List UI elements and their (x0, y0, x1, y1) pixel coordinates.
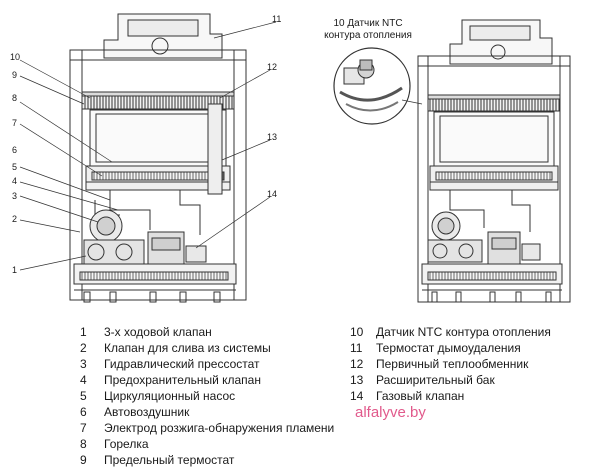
diagram-number-12: 12 (267, 62, 277, 72)
ntc-callout-label: 10 Датчик NTC контура отопления (313, 18, 423, 42)
legend-text: Первичный теплообменник (376, 357, 529, 371)
legend-text: Горелка (104, 437, 149, 451)
legend-number: 12 (350, 357, 364, 371)
legend-item: 10 Датчик NTC контура отопления (350, 325, 551, 339)
legend-item: 11 Термостат дымоудаления (350, 341, 521, 355)
legend-text: Датчик NTC контура отопления (376, 325, 551, 339)
legend-number: 13 (350, 373, 364, 387)
diagram-number-11: 11 (272, 14, 281, 24)
diagram-number-9: 9 (12, 70, 17, 80)
legend-item: 3 Гидравлический прессостат (80, 357, 260, 371)
legend-item: 7 Электрод розжига-обнаружения пламени (80, 421, 334, 435)
legend-text: Электрод розжига-обнаружения пламени (104, 421, 335, 435)
right-boiler (417, 19, 571, 303)
diagram-number-2: 2 (12, 214, 17, 224)
legend-number: 11 (350, 341, 363, 355)
legend-number: 5 (80, 389, 87, 403)
legend-number: 7 (80, 421, 87, 435)
legend-item: 6 Автовоздушник (80, 405, 189, 419)
legend-number: 6 (80, 405, 87, 419)
ntc-callout-line2: контура отопления (324, 30, 412, 41)
ntc-callout-line1: 10 Датчик NTC (333, 18, 403, 29)
legend-item: 2 Клапан для слива из системы (80, 341, 271, 355)
legend-text: Термостат дымоудаления (376, 341, 521, 355)
legend-item: 8 Горелка (80, 437, 149, 451)
diagram-number-7: 7 (12, 118, 17, 128)
diagram-number-6: 6 (12, 145, 17, 155)
legend-item: 4 Предохранительный клапан (80, 373, 261, 387)
left-boiler (69, 13, 247, 303)
legend-text: Гидравлический прессостат (104, 357, 260, 371)
legend-number: 2 (80, 341, 87, 355)
legend-text: Клапан для слива из системы (104, 341, 271, 355)
legend-number: 3 (80, 357, 87, 371)
legend-text: Газовый клапан (376, 389, 465, 403)
legend-text: 3-х ходовой клапан (104, 325, 212, 339)
legend-number: 4 (80, 373, 87, 387)
legend-item: 5 Циркуляционный насос (80, 389, 235, 403)
legend-item: 9 Предельный термостат (80, 453, 234, 467)
diagram-number-4: 4 (12, 176, 17, 186)
diagram-number-3: 3 (12, 191, 17, 201)
diagram-number-8: 8 (12, 93, 17, 103)
legend-text: Расширительный бак (376, 373, 495, 387)
legend-text: Автовоздушник (104, 405, 190, 419)
legend-number: 14 (350, 389, 364, 403)
diagram-number-1: 1 (12, 265, 17, 275)
diagram-number-10: 10 (10, 52, 20, 62)
legend-item: 14 Газовый клапан (350, 389, 464, 403)
legend-text: Предохранительный клапан (104, 373, 261, 387)
diagram-number-5: 5 (12, 162, 17, 172)
diagram-numbers: 10 9 8 7 6 5 4 3 2 1 11 12 13 14 (10, 14, 281, 275)
diagram-number-13: 13 (267, 132, 277, 142)
legend-text: Циркуляционный насос (104, 389, 236, 403)
legend-number: 9 (80, 453, 87, 467)
left-leader-lines (19, 21, 277, 271)
watermark: alfalyve.by (355, 404, 426, 421)
legend-item: 12 Первичный теплообменник (350, 357, 528, 371)
legend-item: 13 Расширительный бак (350, 373, 495, 387)
legend-number: 8 (80, 437, 87, 451)
legend-number: 1 (80, 325, 87, 339)
legend-text: Предельный термостат (104, 453, 235, 467)
ntc-callout (333, 47, 423, 125)
legend-item: 1 3-х ходовой клапан (80, 325, 212, 339)
diagram-number-14: 14 (267, 189, 277, 199)
legend-number: 10 (350, 325, 364, 339)
